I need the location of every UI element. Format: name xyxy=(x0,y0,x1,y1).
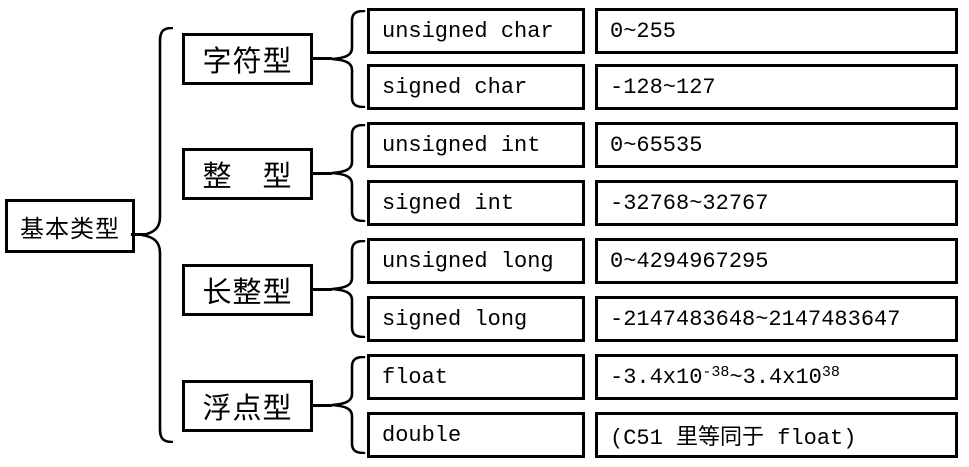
group-label-float-type: 浮点型 xyxy=(202,393,293,425)
group-brace-long xyxy=(330,240,366,338)
type-box-signed-long: signed long xyxy=(367,296,585,342)
type-box-signed-char: signed char xyxy=(367,64,585,110)
range-float-mid: ~3.4x10 xyxy=(729,365,822,390)
range-box-unsigned-int: 0~65535 xyxy=(595,122,958,168)
range-box-signed-long: -2147483648~2147483647 xyxy=(595,296,958,342)
group-connector-line-char xyxy=(312,57,332,60)
type-label: unsigned char xyxy=(382,18,554,44)
group-brace-char xyxy=(330,10,366,108)
range-value: -32768~32767 xyxy=(610,190,769,216)
range-box-unsigned-char: 0~255 xyxy=(595,8,958,54)
group-connector-line-long xyxy=(312,288,332,291)
root-brace xyxy=(140,27,173,443)
group-box-float-type: 浮点型 xyxy=(182,380,313,432)
range-float-exponent-positive: 38 xyxy=(821,364,840,381)
type-label: signed char xyxy=(382,74,528,100)
group-label-char-type: 字符型 xyxy=(202,46,293,78)
group-connector-line-float xyxy=(312,404,332,407)
group-box-long-type: 长整型 xyxy=(182,264,313,316)
group-box-char-type: 字符型 xyxy=(182,33,313,85)
range-box-signed-char: -128~127 xyxy=(595,64,958,110)
type-box-double: double xyxy=(367,412,585,458)
range-value: 0~65535 xyxy=(610,132,703,158)
group-box-int-type: 整 型 xyxy=(182,148,313,200)
type-label: unsigned long xyxy=(382,248,554,274)
group-brace-float xyxy=(330,356,366,454)
root-connector-line xyxy=(131,233,145,236)
type-label: signed long xyxy=(382,306,528,332)
range-box-unsigned-long: 0~4294967295 xyxy=(595,238,958,284)
range-box-double: (C51 里等同于 float) xyxy=(595,412,958,458)
type-box-unsigned-char: unsigned char xyxy=(367,8,585,54)
type-label: double xyxy=(382,422,462,448)
range-box-float: -3.4x10-38~3.4x1038 xyxy=(595,354,958,400)
range-value: -128~127 xyxy=(610,74,716,100)
range-value: -3.4x10-38~3.4x1038 xyxy=(610,364,840,390)
group-label-int-type: 整 型 xyxy=(202,161,293,193)
group-label-long-type: 长整型 xyxy=(202,277,293,309)
range-float-base1: -3.4x10 xyxy=(610,365,703,390)
type-box-float: float xyxy=(367,354,585,400)
range-box-signed-int: -32768~32767 xyxy=(595,180,958,226)
type-label: float xyxy=(382,364,449,390)
range-value: 0~255 xyxy=(610,18,677,44)
range-value: (C51 里等同于 float) xyxy=(610,426,857,451)
type-box-unsigned-long: unsigned long xyxy=(367,238,585,284)
range-value: -2147483648~2147483647 xyxy=(610,306,901,332)
group-brace-int xyxy=(330,124,366,222)
group-connector-line-int xyxy=(312,172,332,175)
range-float-exponent-negative: -38 xyxy=(702,364,730,381)
root-box: 基本类型 xyxy=(5,199,135,253)
root-label: 基本类型 xyxy=(20,216,120,243)
type-label: signed int xyxy=(382,190,515,216)
type-label: unsigned int xyxy=(382,132,541,158)
type-box-unsigned-int: unsigned int xyxy=(367,122,585,168)
range-value: 0~4294967295 xyxy=(610,248,769,274)
type-box-signed-int: signed int xyxy=(367,180,585,226)
